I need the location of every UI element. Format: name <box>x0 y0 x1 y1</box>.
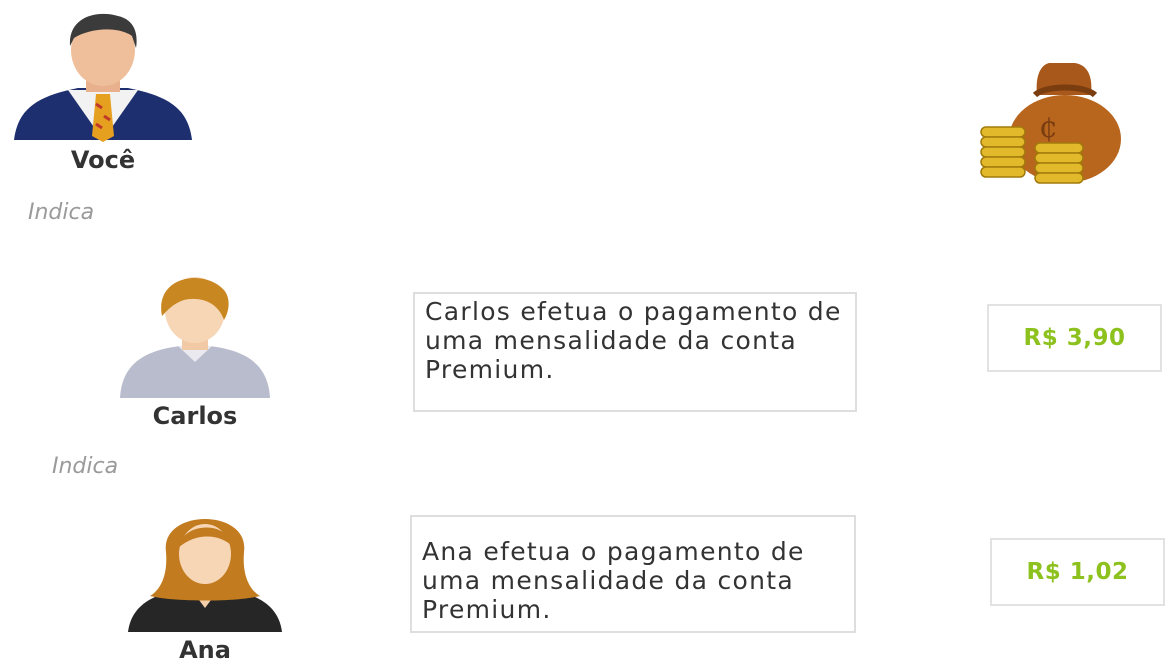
carlos-indica-label: Indica <box>52 454 119 479</box>
person-carlos: Carlos <box>100 270 290 440</box>
person-voce: Você <box>8 8 198 178</box>
person-ana: Ana <box>110 512 300 672</box>
money-bag-icon: ¢ <box>980 63 1121 184</box>
svg-text:¢: ¢ <box>1039 110 1058 145</box>
woman-avatar-icon <box>128 519 282 632</box>
carlos-amount: R$ 3,90 <box>987 304 1162 372</box>
ana-amount: R$ 1,02 <box>990 538 1165 606</box>
businessman-avatar-icon <box>14 13 192 142</box>
ana-label: Ana <box>179 636 231 664</box>
man-avatar-icon <box>120 277 270 398</box>
carlos-payment-description: Carlos efetua o pagamento de uma mensali… <box>413 292 857 412</box>
voce-label: Você <box>70 146 136 174</box>
ana-payment-description: Ana efetua o pagamento de uma mensalidad… <box>410 515 856 633</box>
money-bag: ¢ <box>975 55 1125 185</box>
carlos-label: Carlos <box>152 402 238 430</box>
voce-indica-label: Indica <box>28 200 95 225</box>
